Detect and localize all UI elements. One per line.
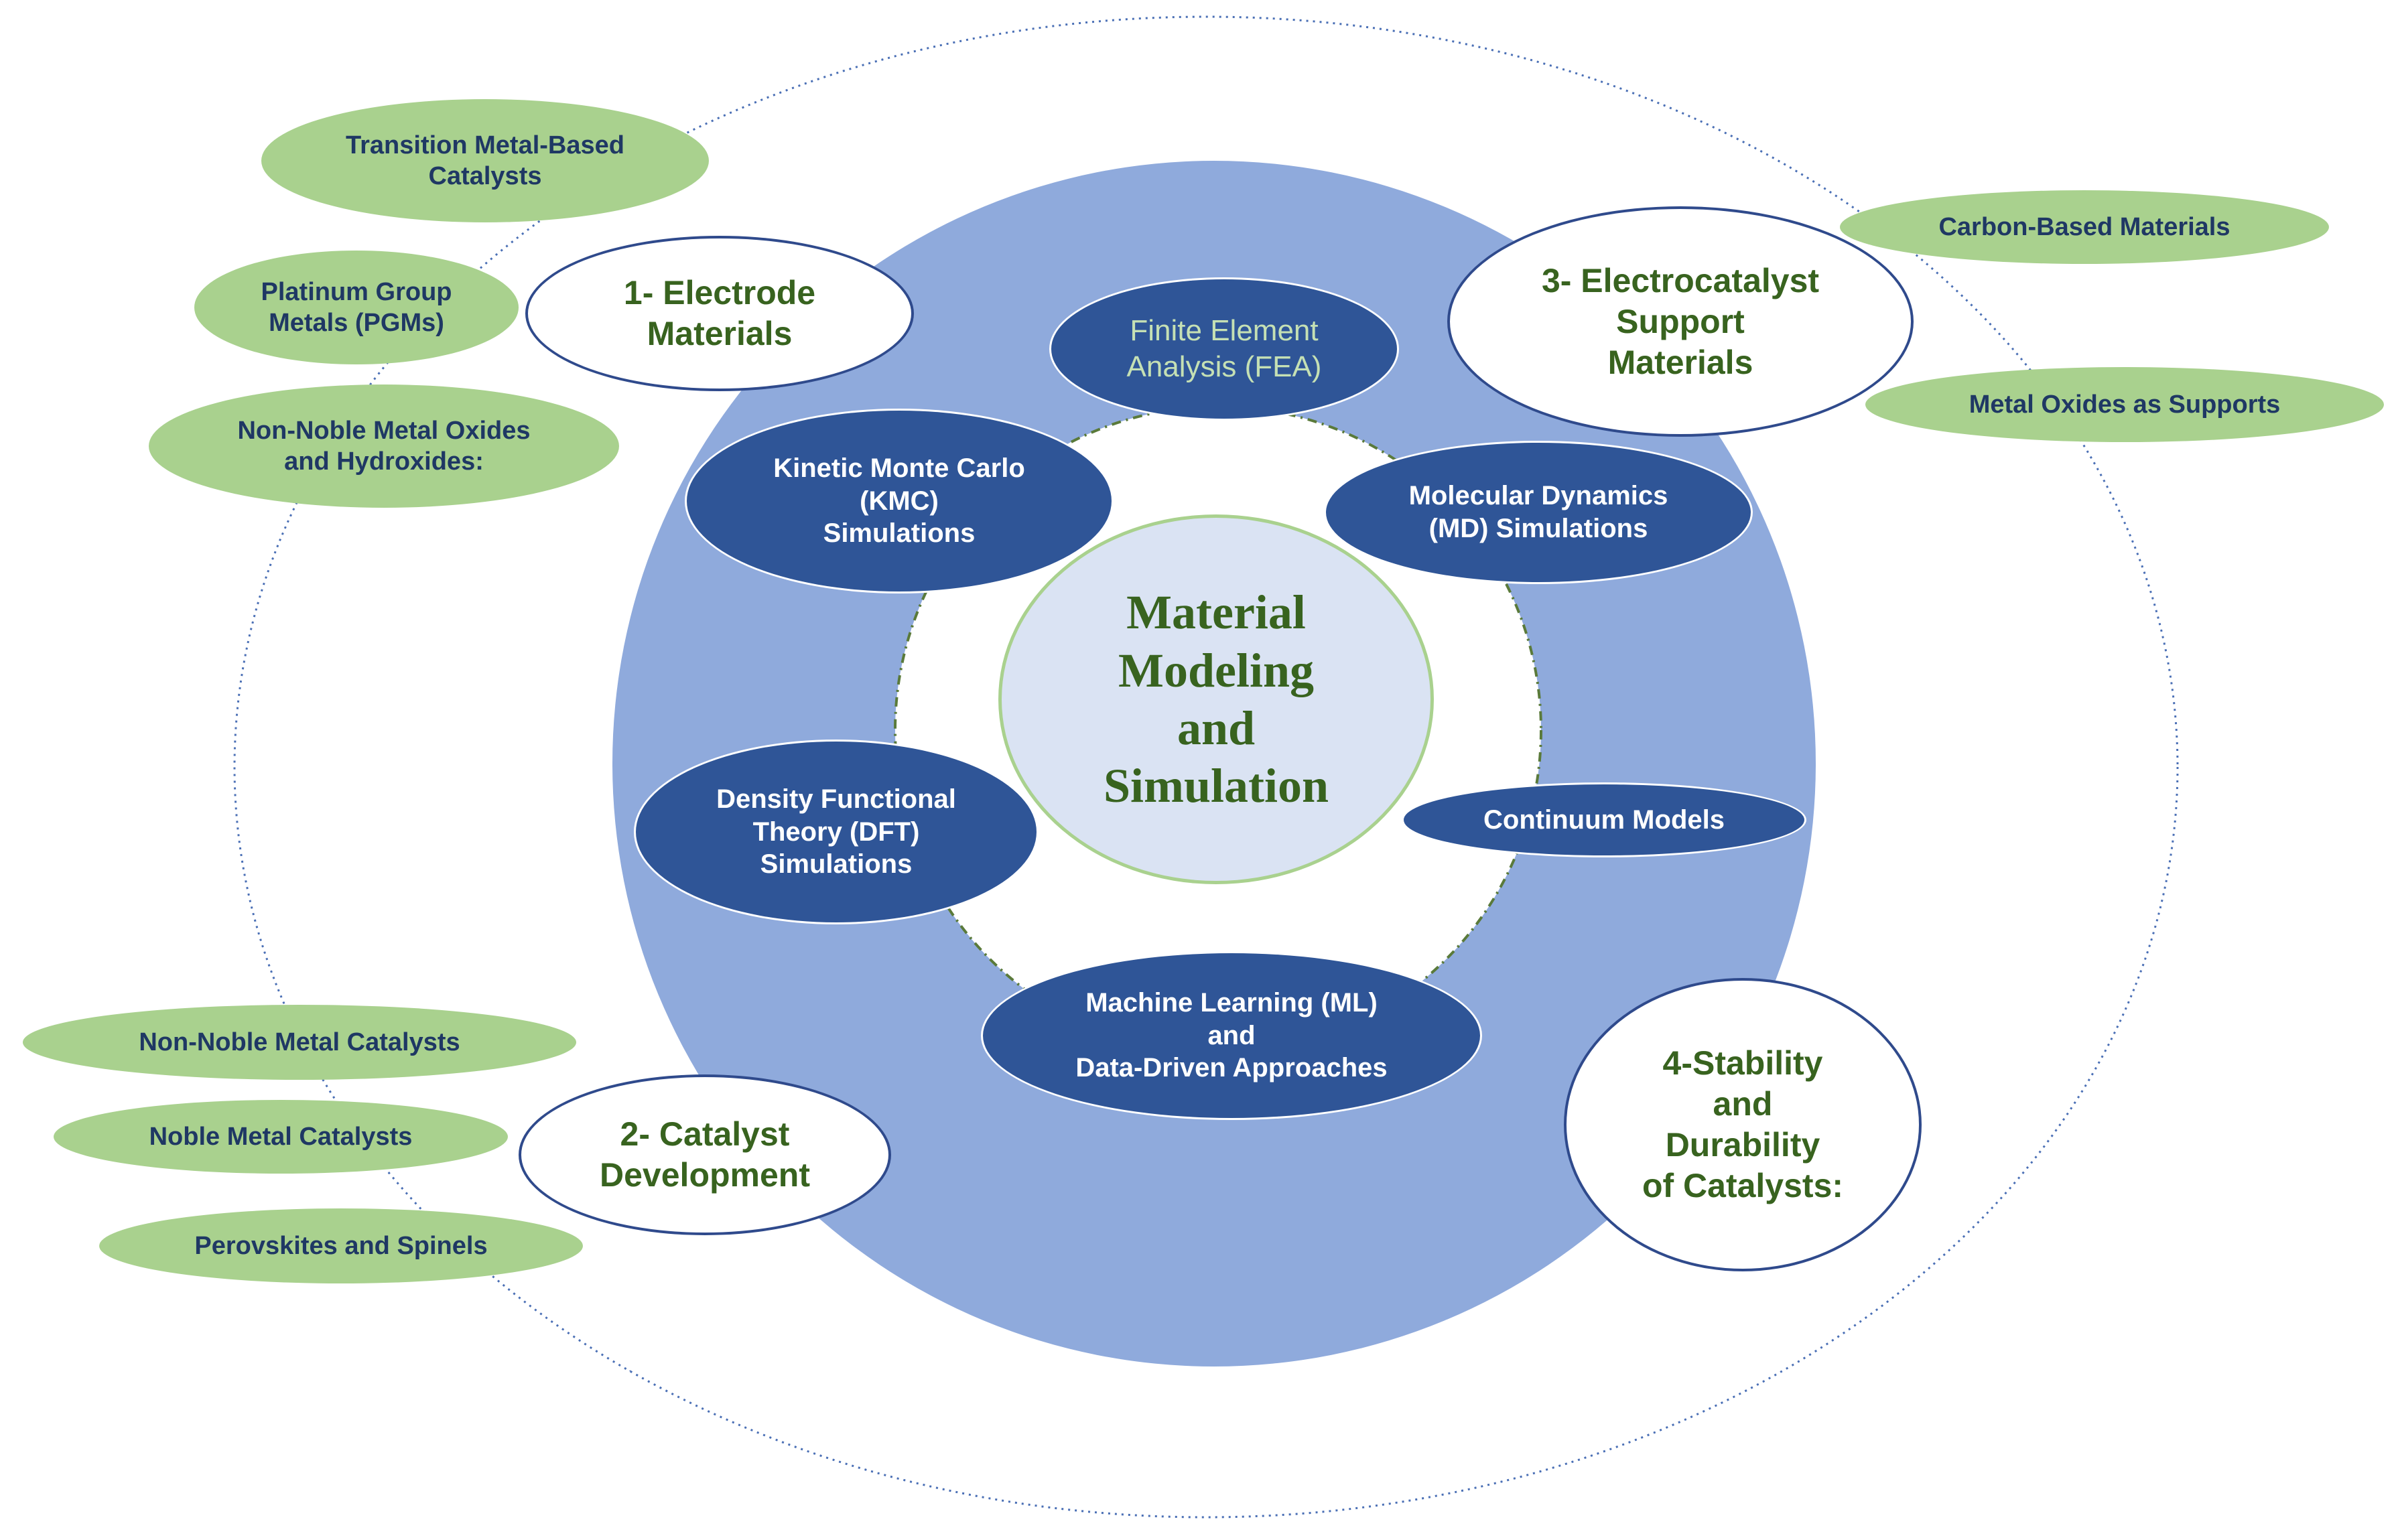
leaf-pgm: Platinum Group Metals (PGMs) xyxy=(194,251,519,364)
outer-dotted-boundary xyxy=(233,15,2179,1519)
category-catalyst-label: 2- Catalyst Development xyxy=(600,1115,810,1194)
leaf-metal-oxides: Metal Oxides as Supports xyxy=(1865,367,2384,442)
center-topic: Material Modeling and Simulation xyxy=(998,514,1434,884)
method-ml: Machine Learning (ML) and Data-Driven Ap… xyxy=(981,951,1482,1120)
leaf-perovskites: Perovskites and Spinels xyxy=(99,1208,583,1283)
method-fea: Finite Element Analysis (FEA) xyxy=(1049,277,1399,421)
leaf-pgm-label: Platinum Group Metals (PGMs) xyxy=(261,277,452,337)
leaf-transition-label: Transition Metal-Based Catalysts xyxy=(346,131,624,190)
leaf-non-noble-oxides-label: Non-Noble Metal Oxides and Hydroxides: xyxy=(237,416,531,476)
method-continuum-label: Continuum Models xyxy=(1483,804,1725,835)
category-support-label: 3- Electrocatalyst Support Materials xyxy=(1541,261,1820,381)
category-stability-durability: 4-Stability and Durability of Catalysts: xyxy=(1564,978,1922,1271)
leaf-noble: Noble Metal Catalysts xyxy=(54,1100,508,1174)
leaf-metal-oxides-label: Metal Oxides as Supports xyxy=(1969,390,2281,419)
leaf-carbon: Carbon-Based Materials xyxy=(1840,190,2329,264)
center-title: Material Modeling and Simulation xyxy=(1103,585,1329,813)
method-kmc: Kinetic Monte Carlo (KMC) Simulations xyxy=(685,409,1114,593)
leaf-non-noble-catalysts-label: Non-Noble Metal Catalysts xyxy=(139,1028,460,1056)
method-dft: Density Functional Theory (DFT) Simulati… xyxy=(634,740,1039,924)
method-continuum: Continuum Models xyxy=(1402,782,1806,857)
category-support-materials: 3- Electrocatalyst Support Materials xyxy=(1447,206,1914,437)
leaf-non-noble-catalysts: Non-Noble Metal Catalysts xyxy=(23,1005,576,1080)
method-kmc-label: Kinetic Monte Carlo (KMC) Simulations xyxy=(773,453,1025,549)
category-catalyst-development: 2- Catalyst Development xyxy=(519,1074,891,1235)
leaf-carbon-label: Carbon-Based Materials xyxy=(1938,212,2230,241)
leaf-transition-metal: Transition Metal-Based Catalysts xyxy=(261,99,709,222)
leaf-non-noble-oxides: Non-Noble Metal Oxides and Hydroxides: xyxy=(149,384,619,508)
method-md: Molecular Dynamics (MD) Simulations xyxy=(1324,441,1753,584)
method-fea-label: Finite Element Analysis (FEA) xyxy=(1126,314,1322,383)
leaf-perovskites-label: Perovskites and Spinels xyxy=(194,1231,488,1260)
method-md-label: Molecular Dynamics (MD) Simulations xyxy=(1408,481,1668,543)
category-stability-label: 4-Stability and Durability of Catalysts: xyxy=(1642,1044,1844,1204)
method-dft-label: Density Functional Theory (DFT) Simulati… xyxy=(716,784,956,880)
category-electrode-materials: 1- Electrode Materials xyxy=(525,236,914,391)
category-electrode-label: 1- Electrode Materials xyxy=(623,274,816,352)
method-ml-label: Machine Learning (ML) and Data-Driven Ap… xyxy=(1075,987,1388,1083)
leaf-noble-label: Noble Metal Catalysts xyxy=(149,1122,413,1151)
